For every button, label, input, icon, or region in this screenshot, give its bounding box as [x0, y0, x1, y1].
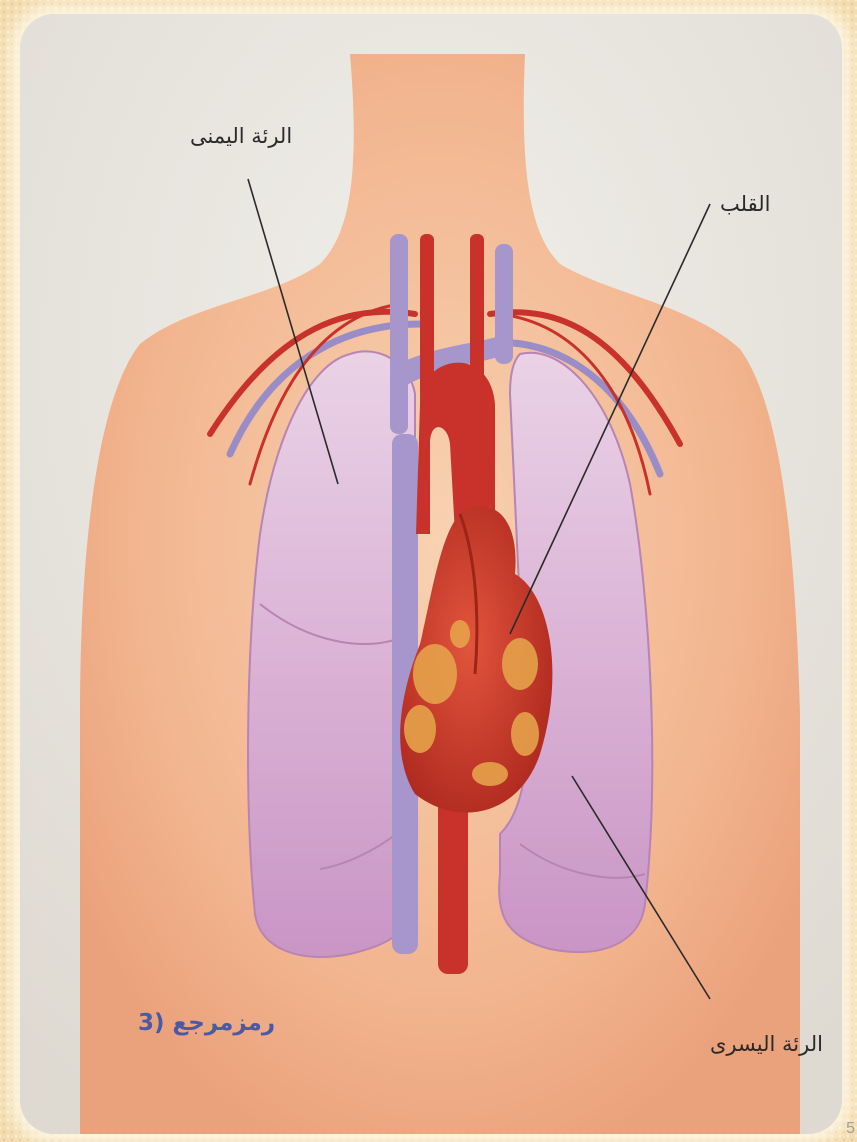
page-number: 5 — [846, 1120, 855, 1138]
label-left-lung: الرئة اليسرى — [710, 1034, 823, 1055]
thorax-illustration — [20, 14, 842, 1134]
anatomy-photo: الرئة اليمنى القلب الرئة اليسرى رمزمرجع … — [20, 14, 842, 1134]
reference-caption: رمزمرجع (3 — [138, 1010, 275, 1036]
label-right-lung: الرئة اليمنى — [190, 126, 292, 147]
label-heart: القلب — [720, 194, 770, 215]
